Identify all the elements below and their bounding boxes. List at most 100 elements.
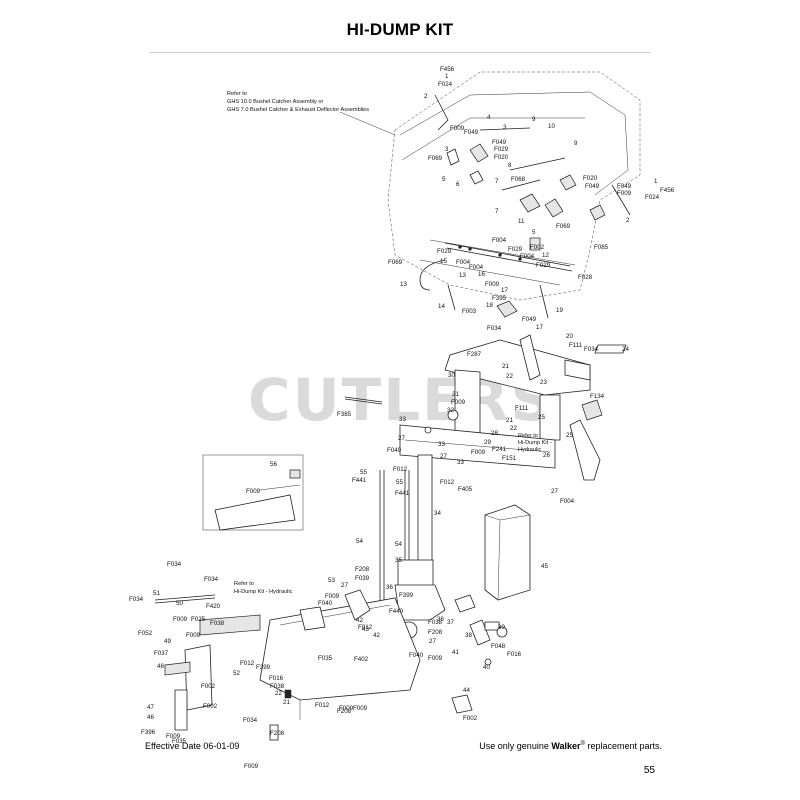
callout-label: F405 — [458, 486, 473, 493]
callout-label: F420 — [206, 603, 221, 610]
callout-label: F028 — [578, 274, 593, 281]
title-rule — [150, 52, 650, 53]
brand-name: Walker — [551, 741, 581, 751]
callout-label: 41 — [452, 649, 459, 656]
callout-label: F012 — [393, 466, 408, 473]
note-refer-hyd-right-3: Hydraulic — [518, 447, 542, 453]
callout-label: F208 — [428, 629, 443, 636]
callout-label: 42 — [373, 632, 380, 639]
callout-label: F038 — [210, 620, 225, 627]
callout-label: F009 — [339, 705, 354, 712]
callout-label: 39 — [498, 624, 505, 631]
callout-label: 1 — [654, 178, 658, 185]
callout-label: F208 — [270, 730, 285, 737]
callout-label: F034 — [584, 346, 599, 353]
pivot-parts — [451, 594, 508, 714]
callout-label: 16 — [478, 271, 485, 278]
callout-label: 45 — [541, 563, 548, 570]
callout-label: 34 — [434, 510, 441, 517]
callout-label: 15 — [440, 258, 447, 265]
callout-label: 21 — [502, 363, 509, 370]
registered-mark: ® — [580, 741, 585, 747]
callout-label: 43 — [362, 626, 369, 633]
callout-label: 13 — [459, 272, 466, 279]
note-refer-catcher-2: GHS 10.0 Bushel Catcher Assembly or — [227, 99, 324, 105]
callout-label: F004 — [456, 259, 471, 266]
callout-label: F009 — [325, 593, 340, 600]
callout-label: 27 — [398, 435, 405, 442]
callout-label: F111 — [569, 342, 583, 349]
callout-label: 33 — [438, 441, 445, 448]
callout-label: F440 — [389, 608, 404, 615]
page-title: HI-DUMP KIT — [346, 20, 454, 39]
callout-label: 30 — [448, 372, 455, 379]
callout-label: F111 — [515, 405, 529, 412]
callout-label: F035 — [172, 738, 187, 745]
callout-label: F396 — [141, 729, 156, 736]
callout-label: 50 — [176, 600, 183, 607]
callout-label: F048 — [491, 643, 506, 650]
callout-label: F085 — [594, 244, 609, 251]
callout-label: F049 — [522, 316, 537, 323]
catcher-outline — [387, 71, 641, 301]
callout-label: F009 — [617, 190, 632, 197]
callout-label: F009 — [428, 655, 443, 662]
callout-label: F012 — [240, 660, 255, 667]
callout-label: F016 — [269, 675, 284, 682]
callout-label: F208 — [337, 708, 352, 715]
callout-label: F040 — [409, 652, 424, 659]
callout-label: F009 — [451, 399, 466, 406]
callout-label: 22 — [275, 690, 282, 697]
callout-label: 14 — [438, 303, 445, 310]
callout-label: 11 — [518, 218, 525, 225]
callout-label: F052 — [138, 630, 153, 637]
callout-label: F035 — [318, 655, 333, 662]
callout-label: 36 — [386, 584, 393, 591]
note-refer-hyd-right-2: Hi-Dump Kit - — [518, 440, 552, 446]
callout-label: 17 — [536, 324, 543, 331]
callout-label: 1 — [445, 73, 449, 80]
note-refer-hyd-left-2: Hi-Dump Kit - Hydraulic — [234, 589, 293, 595]
callout-label: F029 — [494, 146, 509, 153]
callout-label: F241 — [492, 446, 507, 453]
callout-label: F025 — [191, 616, 206, 623]
callout-label: F068 — [511, 176, 526, 183]
genuine-parts-suffix: replacement parts. — [584, 741, 662, 751]
callout-label: F024 — [438, 81, 453, 88]
page-number: 55 — [643, 765, 655, 776]
callout-label: 55 — [360, 469, 367, 476]
callout-label: F038 — [428, 619, 443, 626]
callout-label: 51 — [153, 590, 160, 597]
callout-label: F029 — [508, 246, 523, 253]
callout-label: 18 — [486, 302, 493, 309]
callout-label: 25 — [566, 432, 573, 439]
callout-label: 35 — [395, 557, 402, 564]
callout-label: 10 — [548, 123, 555, 130]
callout-label: 5 — [442, 176, 446, 183]
callout-label: F151 — [502, 455, 517, 462]
callout-label: 24 — [622, 346, 629, 353]
callout-label: 22 — [510, 425, 517, 432]
callout-label: F020 — [494, 154, 509, 161]
callout-label: 6 — [456, 181, 460, 188]
callout-label: 27 — [429, 638, 436, 645]
callout-label: F034 — [243, 717, 258, 724]
callout-label: 20 — [566, 333, 573, 340]
catcher-arms — [434, 94, 631, 221]
callout-label: F004 — [492, 237, 507, 244]
callout-label: F441 — [352, 477, 367, 484]
callout-label: 52 — [233, 670, 240, 677]
callout-label: F069 — [388, 259, 403, 266]
callout-label: F049 — [464, 129, 479, 136]
callout-label: 29 — [484, 439, 491, 446]
callout-label: F016 — [507, 651, 522, 658]
callout-label: F034 — [204, 576, 219, 583]
callout-label: F385 — [337, 411, 352, 418]
callout-label: 56 — [270, 461, 277, 468]
callout-label: F402 — [354, 656, 369, 663]
callout-label: 47 — [147, 704, 154, 711]
callout-label: F012 — [358, 624, 373, 631]
callout-label: F441 — [395, 490, 410, 497]
callout-label: F029 — [536, 262, 551, 269]
